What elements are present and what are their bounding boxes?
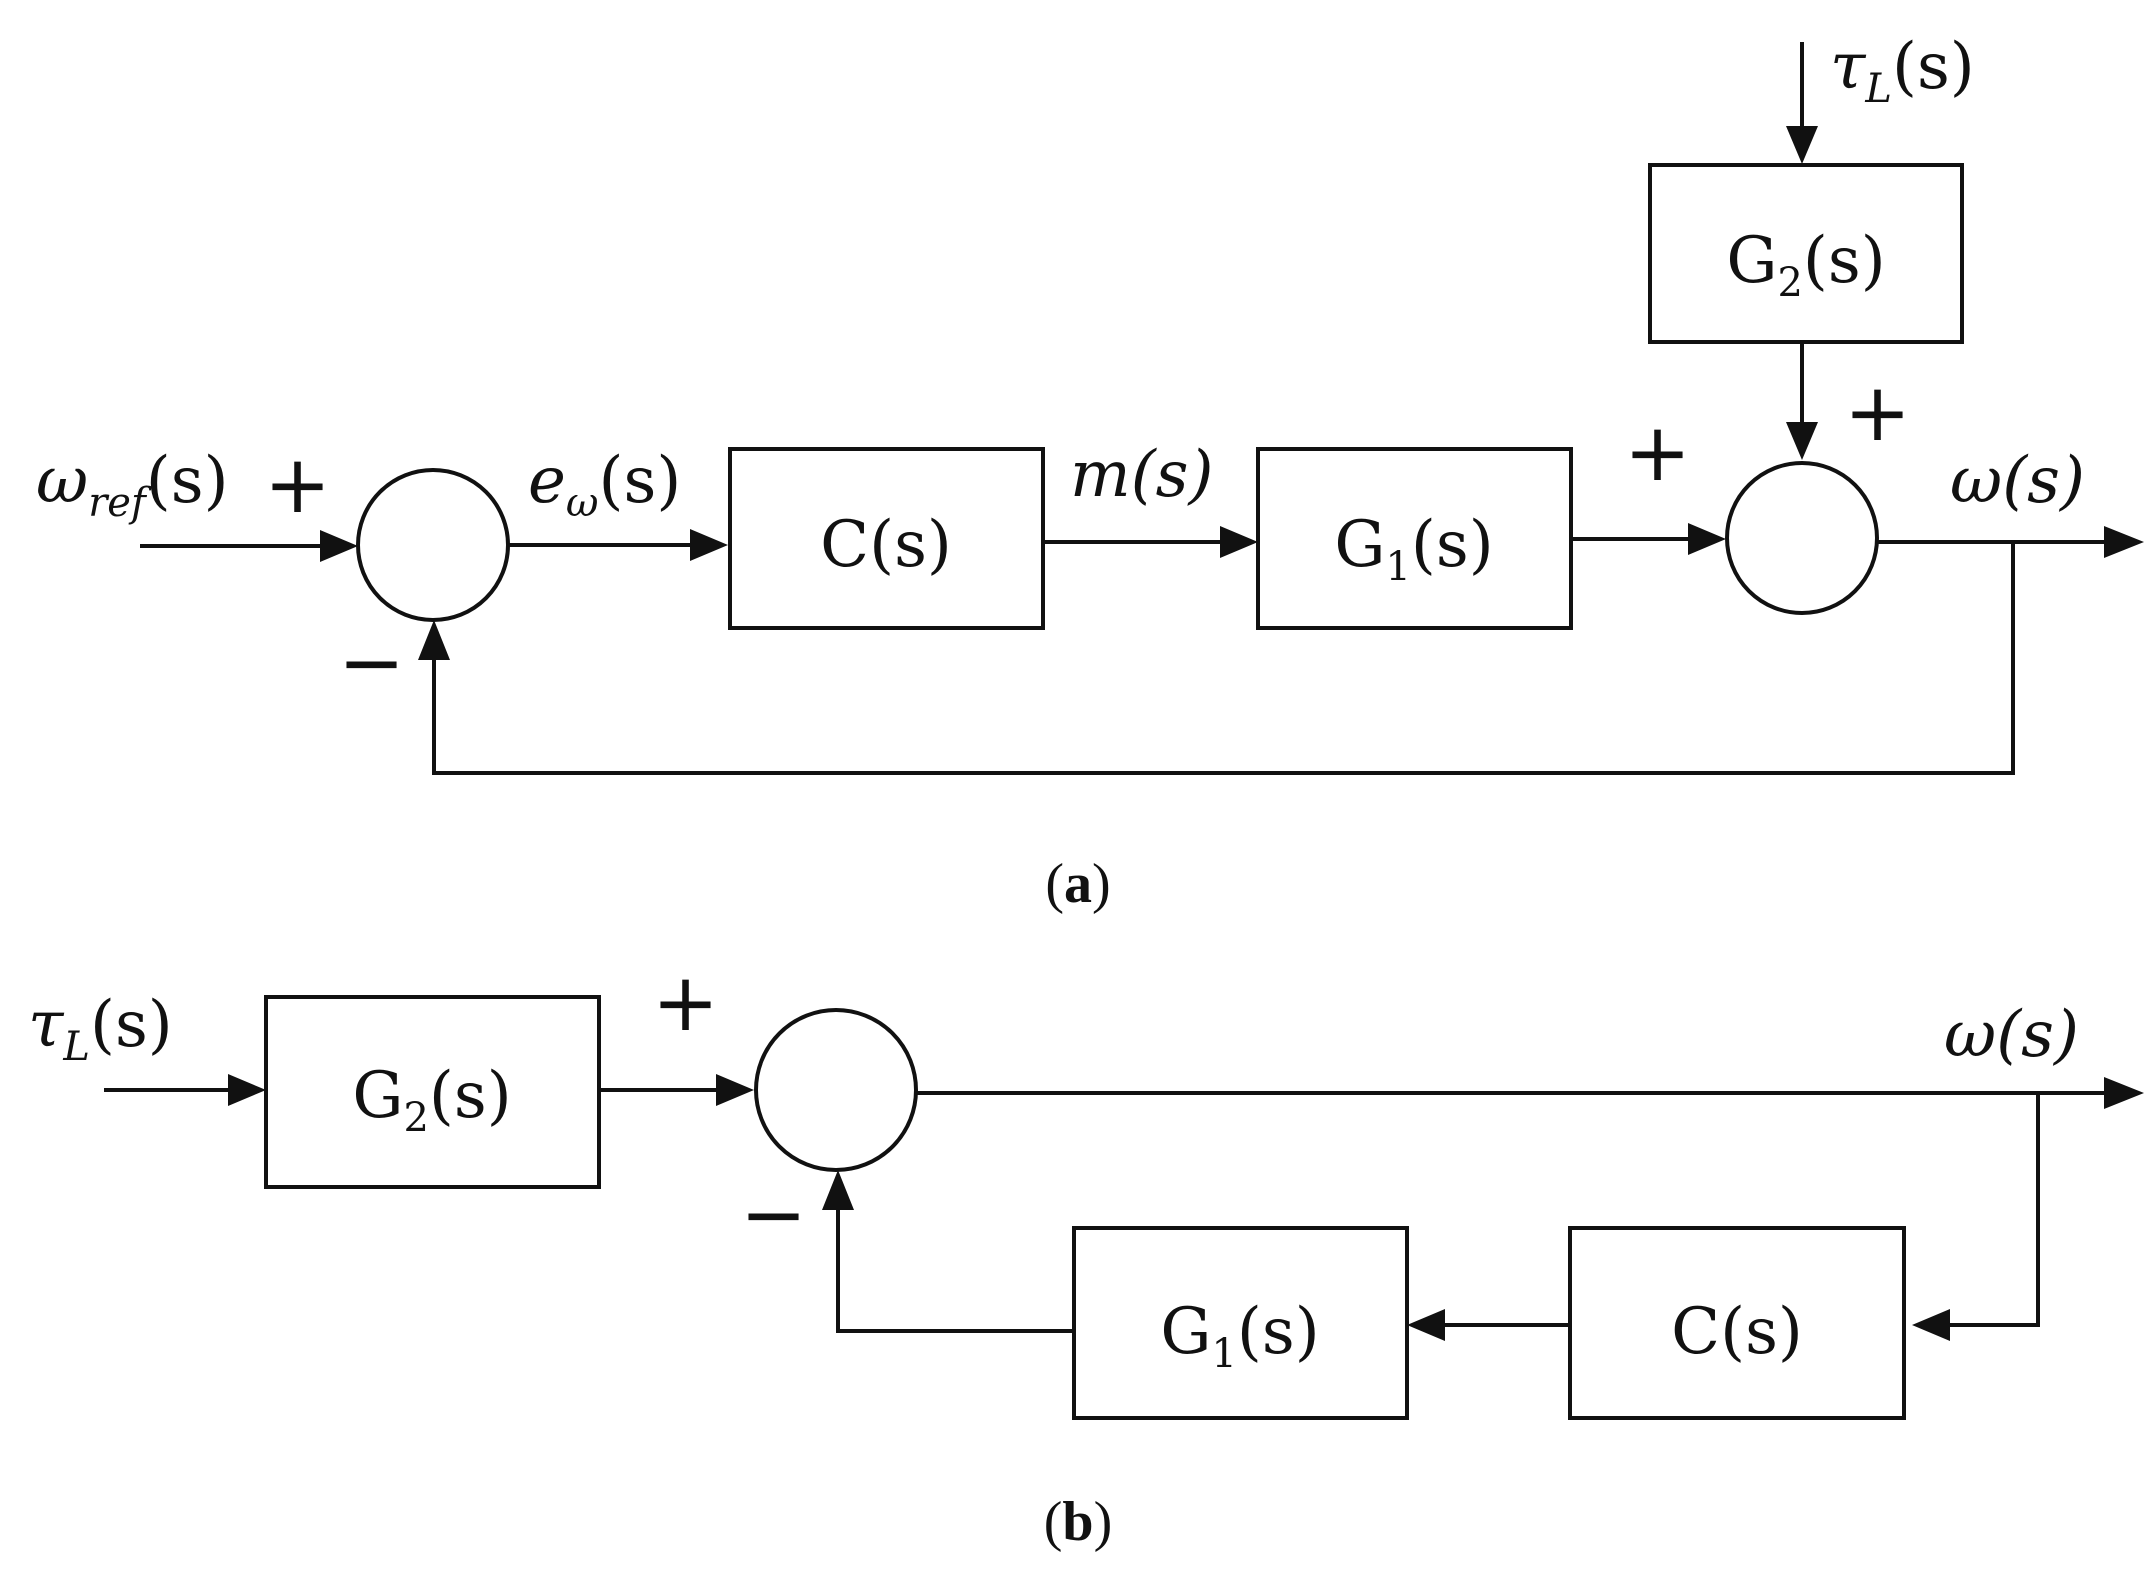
diagram-b: τL(s) G2(s) + − ω(s) C(s) G1(s) (b) — [28, 956, 2144, 1553]
sum2-plus-top-sign: + — [1844, 366, 1911, 459]
b-plant-block — [1072, 1226, 1409, 1420]
caption-b: (b) — [1044, 1491, 1112, 1553]
control-arrowhead — [1220, 526, 1258, 558]
b-sum-plus-sign: + — [652, 956, 719, 1049]
plant-block-label: G1(s) — [1334, 508, 1493, 590]
b-disturbance-block — [264, 995, 601, 1189]
b-controller-block — [1568, 1226, 1906, 1420]
b-summing-junction — [754, 1008, 918, 1172]
diagram-a: ωref(s) + − eω(s) C(s) m(s) G1(s) + + τL… — [36, 30, 2144, 915]
input-arrowhead — [320, 530, 358, 562]
plant-block — [1256, 447, 1573, 630]
b-plant-feedback-arrowhead — [822, 1170, 854, 1210]
b-controller-block-label: C(s) — [1671, 1295, 1803, 1369]
b-disturbance-block-label: G2(s) — [352, 1059, 511, 1141]
b-feedback-arrowhead — [1912, 1309, 1950, 1341]
input-label: ωref(s) — [36, 444, 229, 526]
output-arrowhead — [2104, 526, 2144, 558]
b-plant-block-label: G1(s) — [1160, 1295, 1319, 1377]
disturbance-block — [1648, 163, 1964, 344]
b-output-arrowhead — [2104, 1077, 2144, 1109]
sum1-minus-sign: − — [338, 616, 405, 709]
feedback-arrowhead — [418, 620, 450, 660]
disturbance-block-label: G2(s) — [1726, 224, 1885, 306]
controller-block-label: C(s) — [820, 508, 952, 582]
output-label: ω(s) — [1950, 444, 2085, 518]
b-output-label: ω(s) — [1944, 998, 2079, 1072]
b-controller-output-arrowhead — [1407, 1309, 1445, 1341]
b-input-arrowhead — [228, 1074, 266, 1106]
b-disturbance-output-arrowhead — [716, 1074, 754, 1106]
summing-junction-1 — [356, 468, 510, 622]
disturbance-output-arrowhead — [1786, 422, 1818, 460]
disturbance-label: τL(s) — [1830, 30, 1975, 112]
b-plant-feedback-path — [836, 1210, 1074, 1333]
control-signal-label: m(s) — [1070, 438, 1213, 512]
b-sum-minus-sign: − — [740, 1168, 807, 1261]
sum1-plus-sign: + — [264, 438, 331, 531]
plant-output-arrowhead — [1688, 523, 1726, 555]
summing-junction-2 — [1725, 461, 1879, 615]
feedback-path — [432, 542, 2015, 775]
b-feedback-path — [1950, 1093, 2040, 1327]
controller-block — [728, 447, 1045, 630]
disturbance-input-arrowhead — [1786, 126, 1818, 164]
sum2-plus-left-sign: + — [1624, 406, 1691, 499]
error-arrowhead — [690, 529, 728, 561]
error-label: eω(s) — [528, 444, 681, 526]
b-input-label: τL(s) — [28, 988, 173, 1070]
caption-a: (a) — [1045, 853, 1110, 915]
